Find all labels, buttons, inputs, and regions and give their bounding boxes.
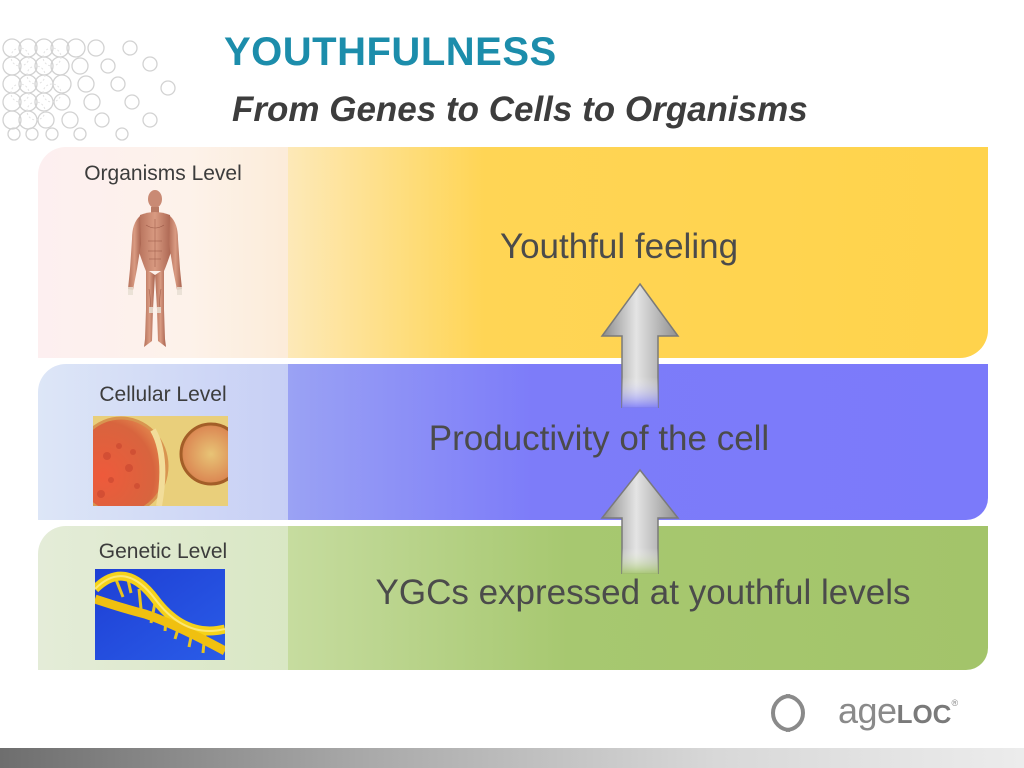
dna-helix-icon <box>95 569 225 660</box>
organisms-level-band: Organisms Level Youthful feeling <box>38 147 988 358</box>
genetic-level-label: Genetic Level <box>98 540 228 563</box>
organisms-level-label: Organisms Level <box>84 162 242 185</box>
cellular-level-panel: Cellular Level <box>38 364 288 520</box>
organisms-statement: Youthful feeling <box>499 227 739 266</box>
up-arrow-icon <box>600 282 680 408</box>
brand-word-light: age <box>838 690 897 731</box>
organisms-level-panel: Organisms Level <box>38 147 288 358</box>
up-arrow-icon <box>600 468 680 574</box>
human-anatomy-figure-icon <box>128 190 182 347</box>
genetic-statement: YGCs expressed at youthful levels <box>375 573 911 612</box>
cell-microscopy-icon <box>93 416 228 506</box>
cellular-level-label: Cellular Level <box>99 383 227 406</box>
ageloc-logo-icon <box>771 694 805 732</box>
registered-mark: ® <box>951 698 958 708</box>
cellular-statement: Productivity of the cell <box>428 419 770 458</box>
cellular-level-band: Cellular Level Productivity of the cell <box>38 364 988 520</box>
genetic-level-panel: Genetic Level <box>38 526 288 670</box>
slide-title: YOUTHFULNESS <box>224 30 557 74</box>
footer-gradient-bar <box>0 748 1024 768</box>
decorative-circles-icon <box>2 38 176 141</box>
ageloc-wordmark: ageLOC® <box>838 690 958 732</box>
brand-word-bold: LOC <box>896 699 952 729</box>
genetic-level-band: Genetic Level YGCs expressed at youthful… <box>38 526 988 670</box>
slide-subtitle: From Genes to Cells to Organisms <box>232 90 808 129</box>
